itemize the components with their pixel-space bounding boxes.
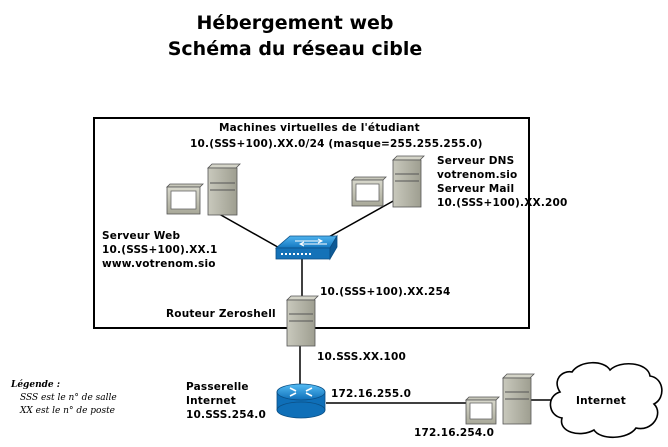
dns-server-label: Serveur DNS [437, 155, 515, 167]
diagram-title: Hébergement web [196, 12, 394, 34]
zeroshell-router-icon [286, 295, 319, 347]
mail-server-label: Serveur Mail [437, 183, 515, 195]
switch-icon [274, 234, 338, 261]
legend-line-xx: XX est le n° de poste [20, 406, 116, 416]
gateway-label: Passerelle [186, 381, 249, 393]
web-server-label: Serveur Web [102, 230, 181, 242]
legend-title: Légende : [11, 380, 61, 390]
diagram-subtitle: Schéma du réseau cible [167, 38, 423, 60]
router-outside-ip: 10.SSS.XX.100 [317, 351, 407, 363]
web-server-ip: 10.(SSS+100).XX.1 [102, 244, 218, 256]
dns-server-icon [351, 155, 425, 208]
gateway-wan-ip: 172.16.255.0 [331, 388, 412, 400]
link-web-switch [211, 209, 284, 251]
vm-box-title: Machines virtuelles de l'étudiant [219, 122, 420, 134]
legend-line-sss: SSS est le n° de salle [20, 393, 117, 403]
dns-server-domain: votrenom.sio [437, 169, 518, 181]
gateway-router-icon [276, 383, 326, 419]
gateway-label-internet: Internet [186, 395, 236, 407]
dns-server-ip: 10.(SSS+100).XX.200 [437, 197, 568, 209]
internet-cloud-label: Internet [576, 395, 626, 407]
internet-host-ip: 172.16.254.0 [414, 427, 495, 439]
vm-subnet-label: 10.(SSS+100).XX.0/24 (masque=255.255.255… [190, 138, 483, 150]
internet-host-icon [465, 373, 535, 425]
internet-cloud-icon [549, 361, 663, 439]
gateway-ip: 10.SSS.254.0 [186, 409, 266, 421]
web-server-icon [166, 163, 241, 216]
network-links [211, 199, 560, 404]
router-inside-ip: 10.(SSS+100).XX.254 [320, 286, 451, 298]
router-zeroshell-label: Routeur Zeroshell [166, 308, 276, 320]
web-server-domain: www.votrenom.sio [102, 258, 216, 270]
